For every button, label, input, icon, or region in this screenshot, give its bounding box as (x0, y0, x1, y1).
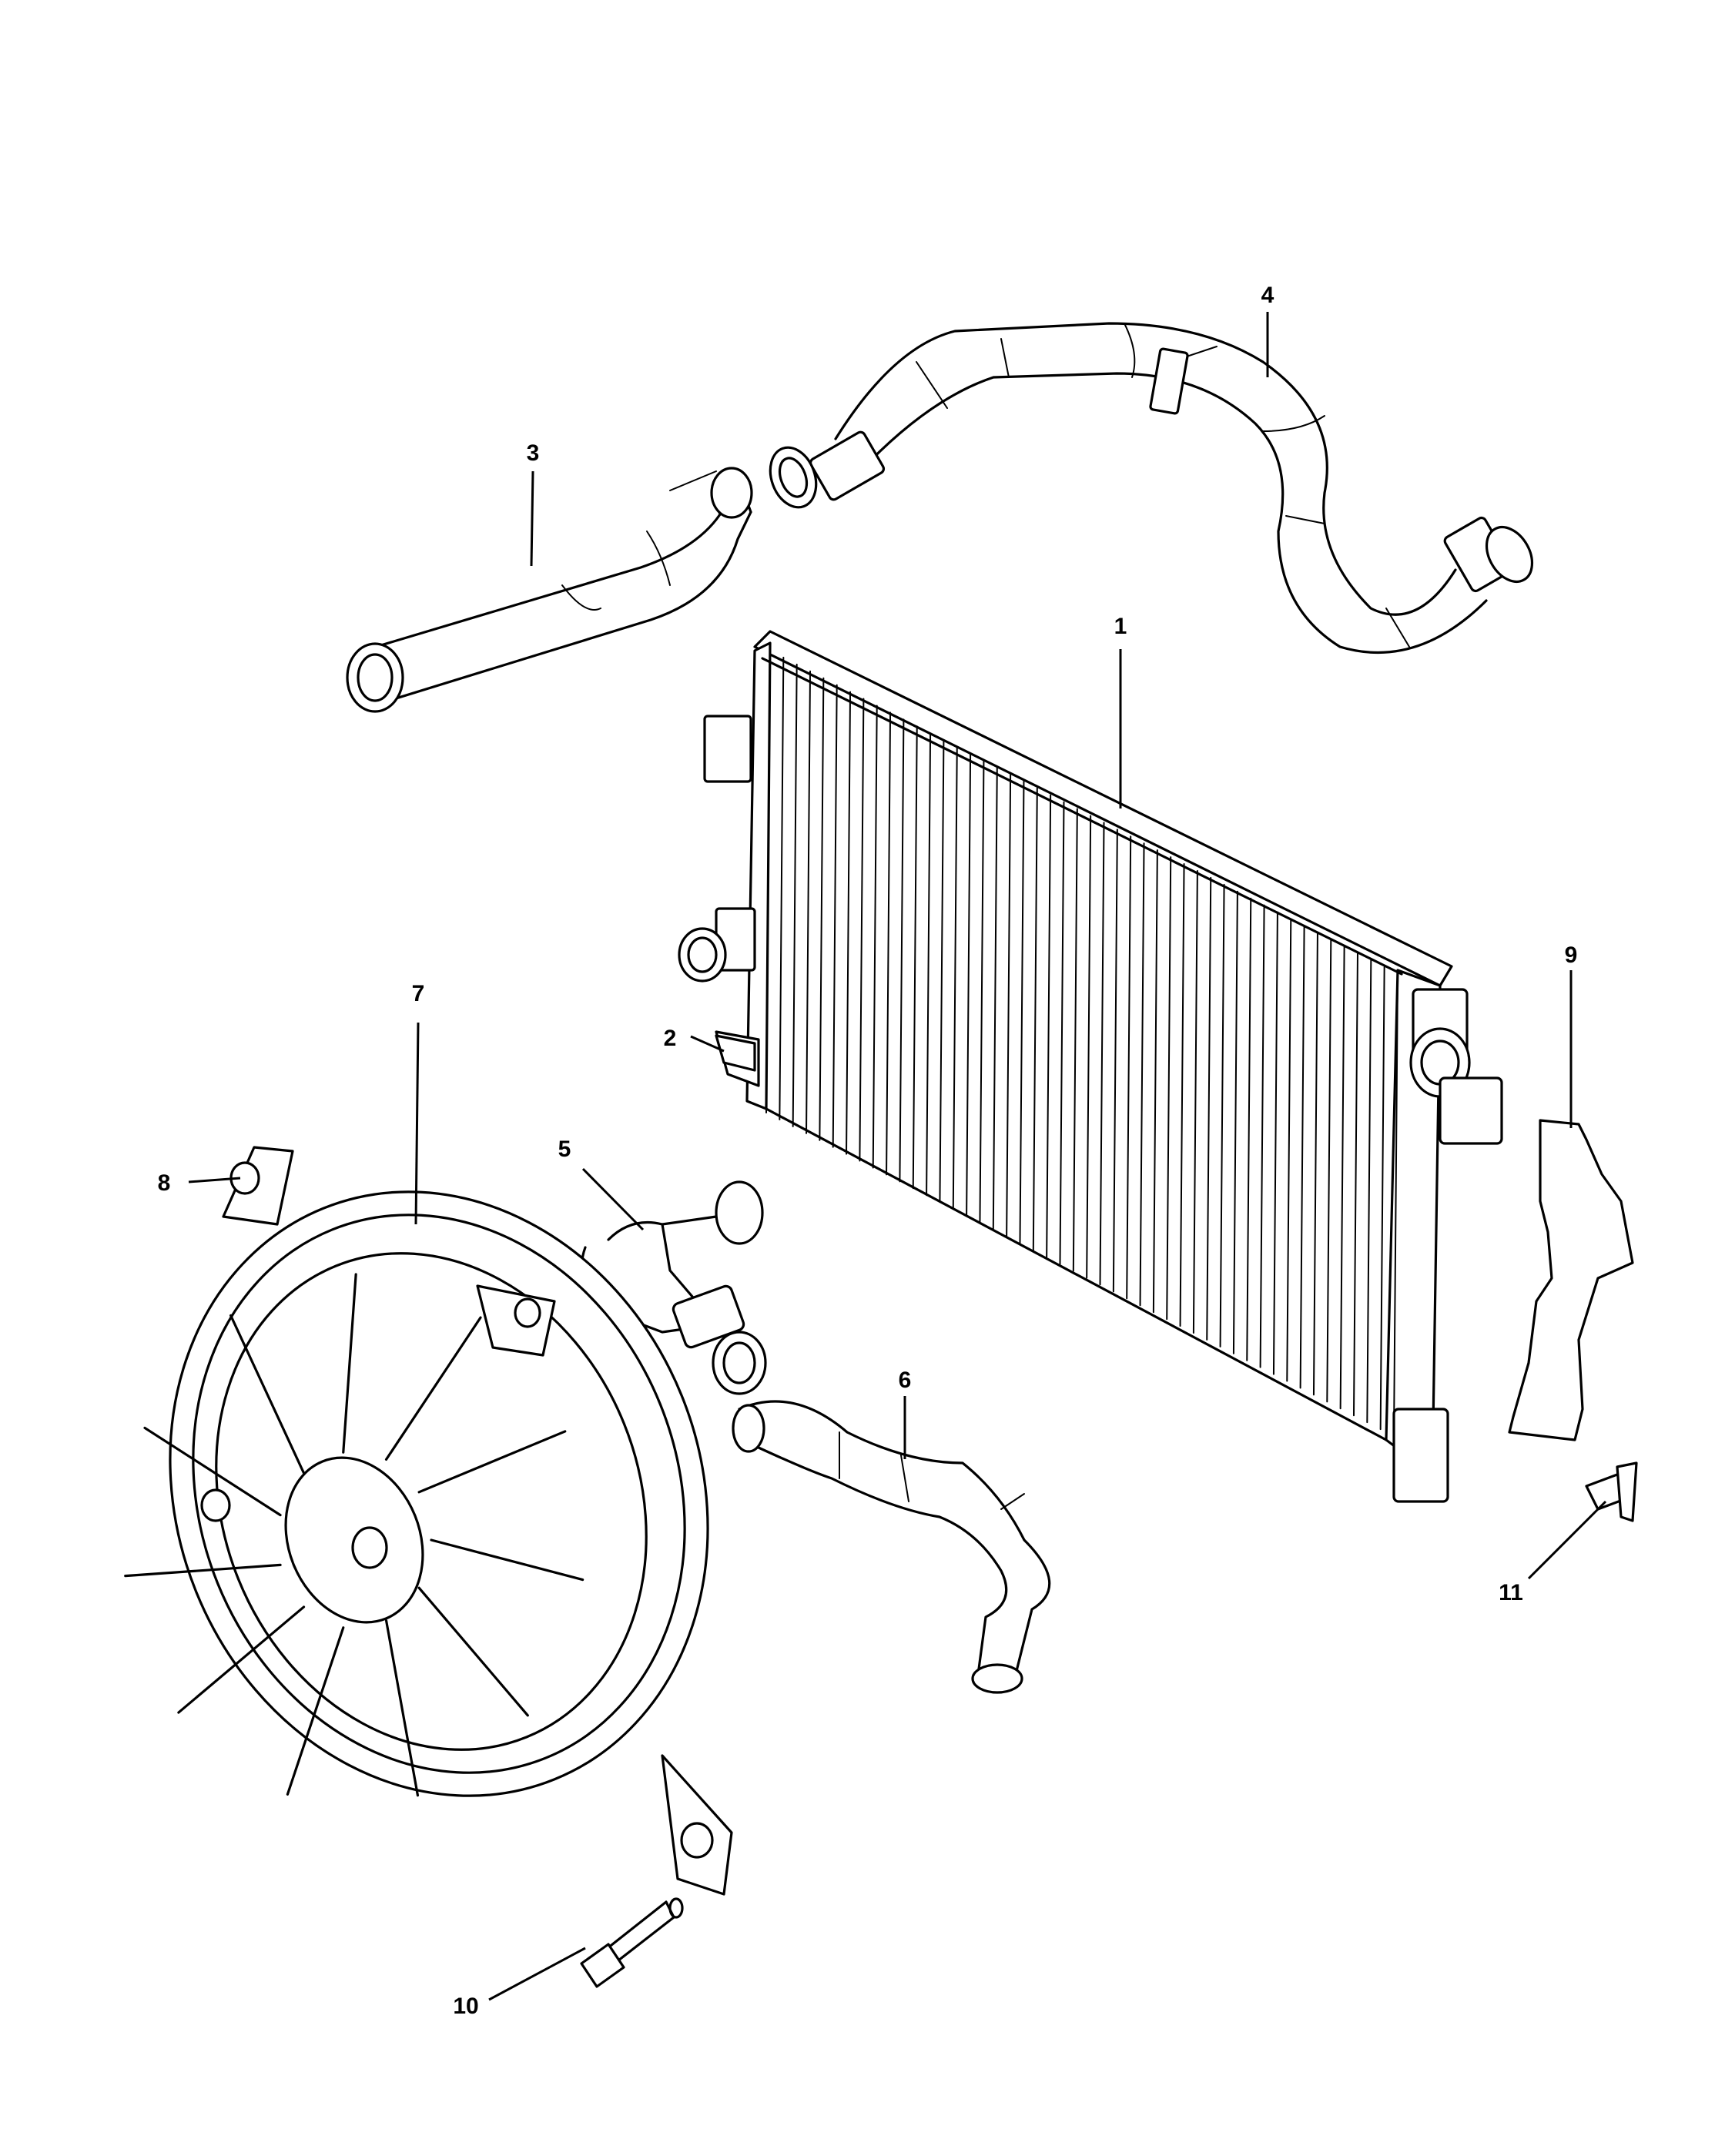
radiator-fin (1086, 815, 1092, 1279)
radiator-fin (872, 705, 878, 1169)
radiator-fin (899, 718, 905, 1183)
radiator-fin (819, 677, 825, 1141)
radiator-fin (1126, 835, 1132, 1300)
part-4-hose-with-clamps[interactable] (762, 322, 1542, 654)
fan-blade (124, 1563, 282, 1578)
radiator-fin (1032, 787, 1038, 1251)
radiator-fin (1139, 842, 1145, 1307)
callout-6: 6 (899, 1368, 912, 1393)
callout-3: 3 (527, 440, 540, 466)
fan-blades (124, 1273, 584, 1797)
part-5-connector-hose[interactable] (580, 1180, 767, 1395)
radiator-fin (846, 691, 852, 1155)
fan-blade (177, 1605, 306, 1714)
radiator-fin (1326, 939, 1332, 1403)
part-6-lower-hose[interactable] (732, 1400, 1051, 1694)
callout-10: 10 (453, 1994, 478, 2019)
radiator-fin (1019, 780, 1025, 1244)
fan-blade (384, 1316, 482, 1461)
radiator-fin (952, 746, 958, 1210)
callout-7: 7 (412, 981, 425, 1006)
radiator-fin (779, 656, 785, 1120)
fan-blade (342, 1273, 357, 1454)
radiator-fins (765, 650, 1398, 1437)
radiator-fin (912, 725, 918, 1190)
radiator-fin (1339, 946, 1345, 1410)
part-11-push-pin[interactable] (1585, 1461, 1638, 1522)
part-9-deflector-panel[interactable] (1508, 1119, 1634, 1441)
part-2-bracket[interactable] (715, 1034, 756, 1072)
radiator-fin (1246, 897, 1252, 1361)
radiator-fin (1312, 932, 1318, 1396)
callout-8: 8 (158, 1170, 171, 1196)
radiator-fin (1379, 966, 1385, 1431)
part-3-upper-hose[interactable] (346, 467, 753, 713)
part-7-fan-shroud[interactable] (81, 1110, 797, 1896)
fan-blade (286, 1626, 345, 1796)
radiator-fin (1366, 959, 1372, 1424)
callout-labels: 1 2 3 4 5 6 7 8 9 10 11 (158, 283, 1578, 2019)
radiator-fin (939, 739, 945, 1204)
radiator-fin (1393, 973, 1398, 1437)
fan-blade (417, 1430, 567, 1494)
fan-blade (143, 1426, 282, 1517)
radiator-fin (992, 766, 998, 1230)
radiator-fin (1072, 808, 1078, 1272)
radiator-fin (765, 650, 771, 1113)
radiator-fin (979, 759, 985, 1224)
radiator-fin (1179, 863, 1185, 1327)
radiator-fin (1112, 829, 1118, 1293)
radiator-fin (1059, 801, 1065, 1265)
fan-blade (229, 1314, 306, 1475)
fan-blade (417, 1586, 529, 1717)
radiator-fin (859, 698, 865, 1162)
part-1-radiator[interactable] (678, 630, 1503, 1503)
leader-lines (188, 312, 1607, 2001)
radiator-fin (1099, 822, 1105, 1286)
radiator-fin (1192, 869, 1198, 1334)
radiator-fin (1206, 876, 1212, 1341)
radiator-fin (1352, 952, 1358, 1417)
callout-2: 2 (664, 1026, 677, 1051)
callout-5: 5 (558, 1137, 571, 1162)
callout-9: 9 (1565, 942, 1578, 968)
radiator-fin (966, 753, 972, 1217)
radiator-fin (1006, 773, 1012, 1237)
radiator-fin (1152, 849, 1158, 1314)
radiator-fin (1232, 890, 1238, 1354)
radiator-fin (1219, 883, 1225, 1348)
radiator-fin (1286, 918, 1292, 1382)
fan-blade (384, 1619, 420, 1797)
radiator-fin (832, 684, 838, 1148)
radiator-fin (1046, 794, 1052, 1258)
radiator-fin (1299, 925, 1305, 1389)
radiator-fin (792, 663, 798, 1127)
radiator-fin (806, 670, 812, 1134)
part-10-bolt[interactable] (580, 1897, 684, 1988)
fan-blade (430, 1538, 584, 1582)
callout-4: 4 (1261, 283, 1274, 308)
radiator-fin (1272, 911, 1278, 1375)
radiator-fin (1166, 856, 1172, 1321)
radiator-fin (926, 732, 932, 1197)
radiator-fin (886, 711, 892, 1176)
callout-1: 1 (1114, 614, 1127, 639)
radiator-fin (1259, 904, 1265, 1368)
callout-11: 11 (1499, 1580, 1523, 1605)
